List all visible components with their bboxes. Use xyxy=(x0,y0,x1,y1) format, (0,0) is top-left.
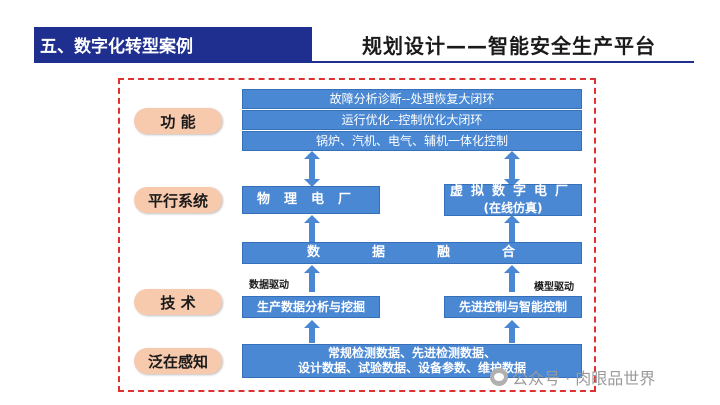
label-ubiquitous-sensing: 泛在感知 xyxy=(134,348,222,374)
label-parallel-system: 平行系统 xyxy=(134,187,222,213)
wechat-icon xyxy=(490,368,508,386)
model-driven-label: 模型驱动 xyxy=(534,282,574,293)
arrow-left-tech-fusion xyxy=(304,265,320,292)
sensing-data-box: 常规检测数据、先进检测数据、 设计数据、试验数据、设备参数、维护数据 xyxy=(242,344,582,378)
arrow-left-function-parallel xyxy=(304,151,320,187)
arrow-right-function-parallel xyxy=(504,151,520,187)
section-tag: 五、数字化转型案例 xyxy=(34,27,312,61)
label-function: 功 能 xyxy=(134,108,222,134)
virtual-plant-box: 虚拟数字电厂 (在线仿真) xyxy=(444,184,582,216)
virtual-plant-subtitle: (在线仿真) xyxy=(483,200,543,215)
virtual-plant-title: 虚拟数字电厂 xyxy=(449,184,576,200)
arrow-right-tech-fusion xyxy=(504,265,520,292)
function-box-integrated-control: 锅炉、汽机、电气、辅机一体化控制 xyxy=(242,131,582,151)
arrow-right-sensing-tech xyxy=(504,320,520,343)
function-box-fault-diagnosis: 故障分析诊断--处理恢复大闭环 xyxy=(242,89,582,109)
data-driven-label: 数据驱动 xyxy=(249,280,289,291)
diagram-frame xyxy=(118,78,596,392)
sensing-line-1: 常规检测数据、先进检测数据、 xyxy=(327,346,496,360)
sensing-line-2: 设计数据、试验数据、设备参数、维护数据 xyxy=(297,361,526,375)
page-title: 规划设计——智能安全生产平台 xyxy=(362,34,656,58)
function-box-operation-optimization: 运行优化--控制优化大闭环 xyxy=(242,110,582,130)
label-technology: 技 术 xyxy=(134,289,222,315)
advanced-control-box: 先进控制与智能控制 xyxy=(444,296,582,318)
data-analysis-box: 生产数据分析与挖掘 xyxy=(242,296,380,318)
header-divider xyxy=(34,61,694,63)
arrow-left-fusion-parallel xyxy=(304,215,320,242)
arrow-right-fusion-parallel xyxy=(504,215,520,242)
watermark: 公众号 · 肉眼品世界 xyxy=(490,365,655,389)
watermark-text: 公众号 · 肉眼品世界 xyxy=(512,369,656,388)
data-fusion-box: 数据融合 xyxy=(242,242,582,264)
arrow-left-sensing-tech xyxy=(304,320,320,343)
physical-plant-box: 物理电厂 xyxy=(242,186,380,214)
